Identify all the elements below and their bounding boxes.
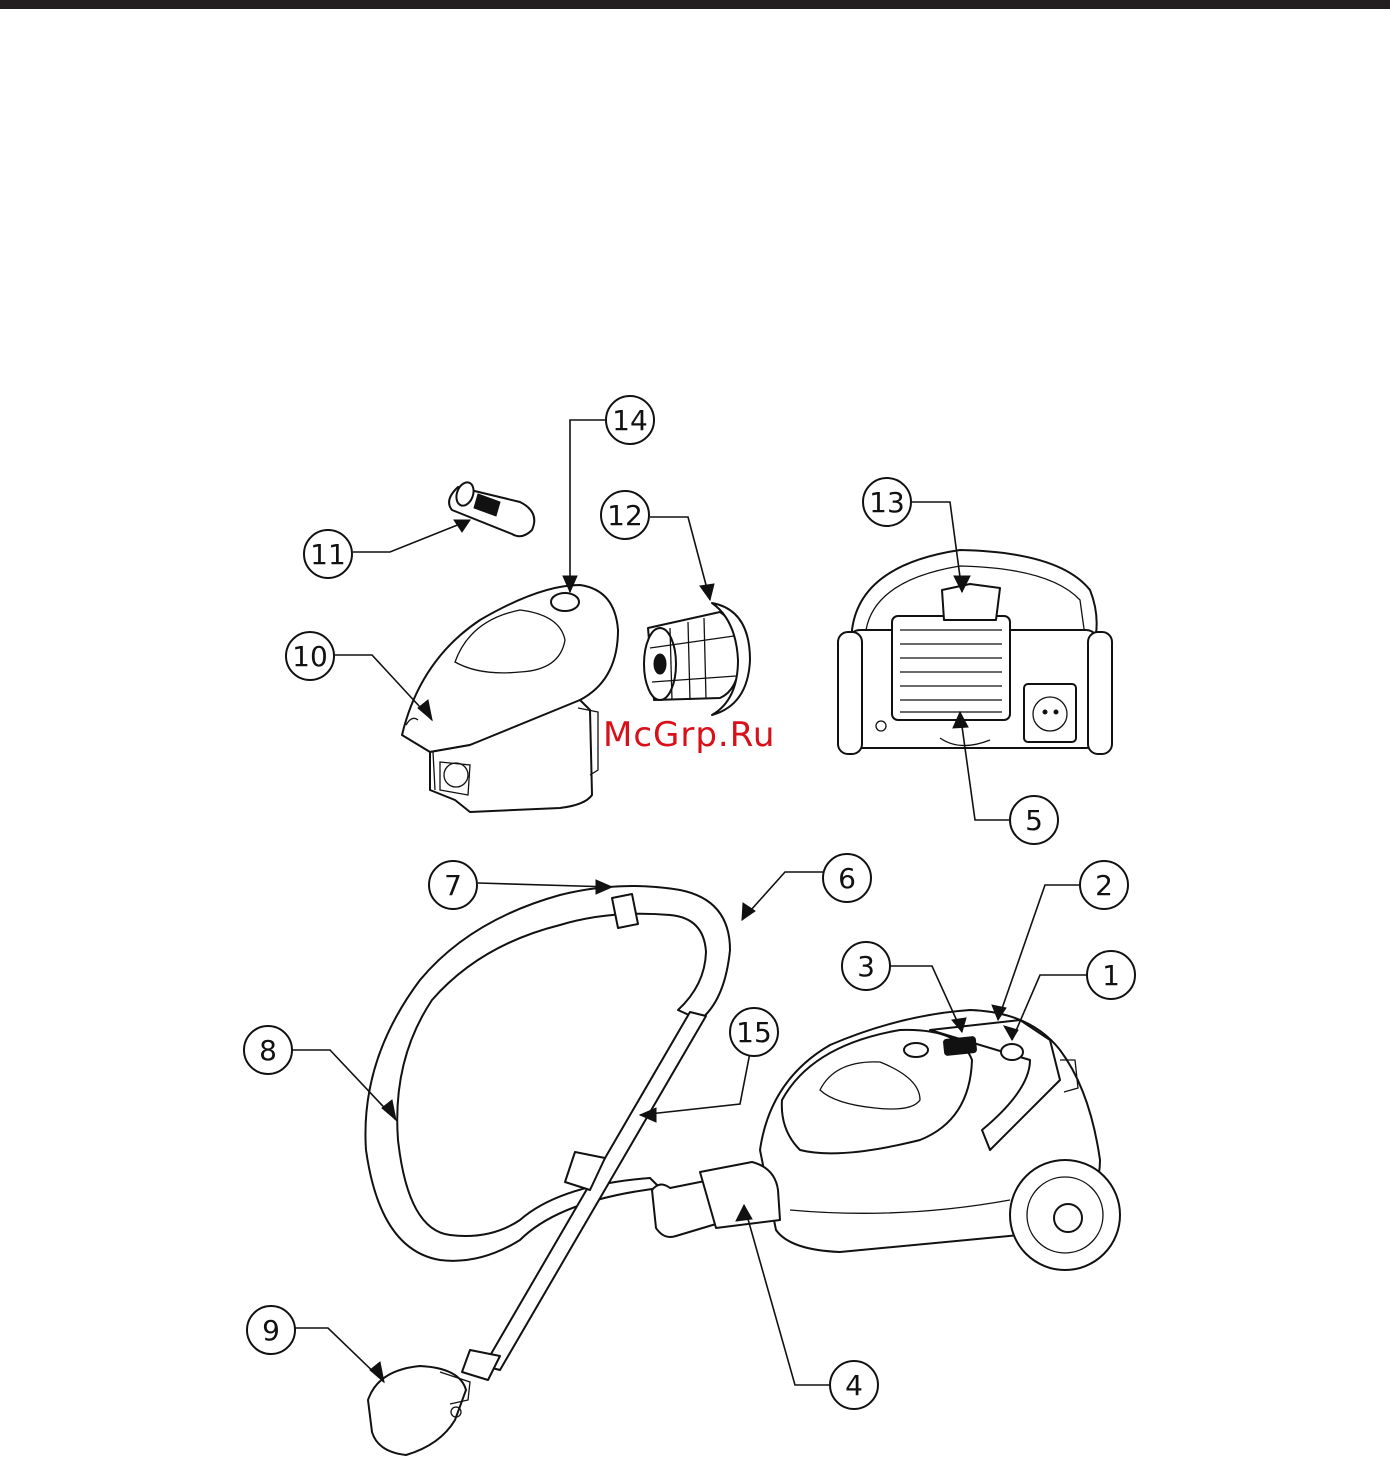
dust-container-illustration (402, 585, 618, 812)
callout-3: 3 (842, 942, 890, 990)
callout-number: 1 (1102, 959, 1120, 992)
callout-number: 14 (612, 404, 648, 437)
callout-9: 9 (247, 1306, 295, 1354)
callout-2: 2 (1080, 861, 1128, 909)
vacuum-rear-view-illustration (838, 550, 1112, 754)
hose-and-wand-illustration (365, 886, 780, 1455)
callout-7: 7 (429, 861, 477, 909)
callout-13: 13 (863, 478, 911, 526)
callout-14: 14 (606, 396, 654, 444)
callout-number: 7 (444, 869, 462, 902)
callout-11: 11 (304, 530, 352, 578)
watermark-text: McGrp.Ru (603, 715, 775, 755)
callout-number: 8 (259, 1034, 277, 1067)
callout-6: 6 (823, 854, 871, 902)
callout-5: 5 (1010, 796, 1058, 844)
vacuum-body-illustration (760, 1010, 1120, 1270)
callout-1: 1 (1087, 951, 1135, 999)
callout-number: 12 (607, 499, 643, 532)
callout-number: 3 (857, 950, 875, 983)
callout-8: 8 (244, 1026, 292, 1074)
callout-4: 4 (830, 1361, 878, 1409)
callout-number: 4 (845, 1369, 863, 1402)
callout-number: 5 (1025, 804, 1043, 837)
callout-number: 6 (838, 862, 856, 895)
callout-15: 15 (730, 1008, 778, 1056)
callout-number: 13 (869, 486, 905, 519)
callout-number: 2 (1095, 869, 1113, 902)
callout-number: 11 (310, 538, 346, 571)
callout-10: 10 (286, 632, 334, 680)
callout-number: 10 (292, 640, 328, 673)
filter-illustration (644, 603, 750, 715)
callout-number: 9 (262, 1314, 280, 1347)
callout-12: 12 (601, 491, 649, 539)
callout-number: 15 (736, 1016, 772, 1049)
